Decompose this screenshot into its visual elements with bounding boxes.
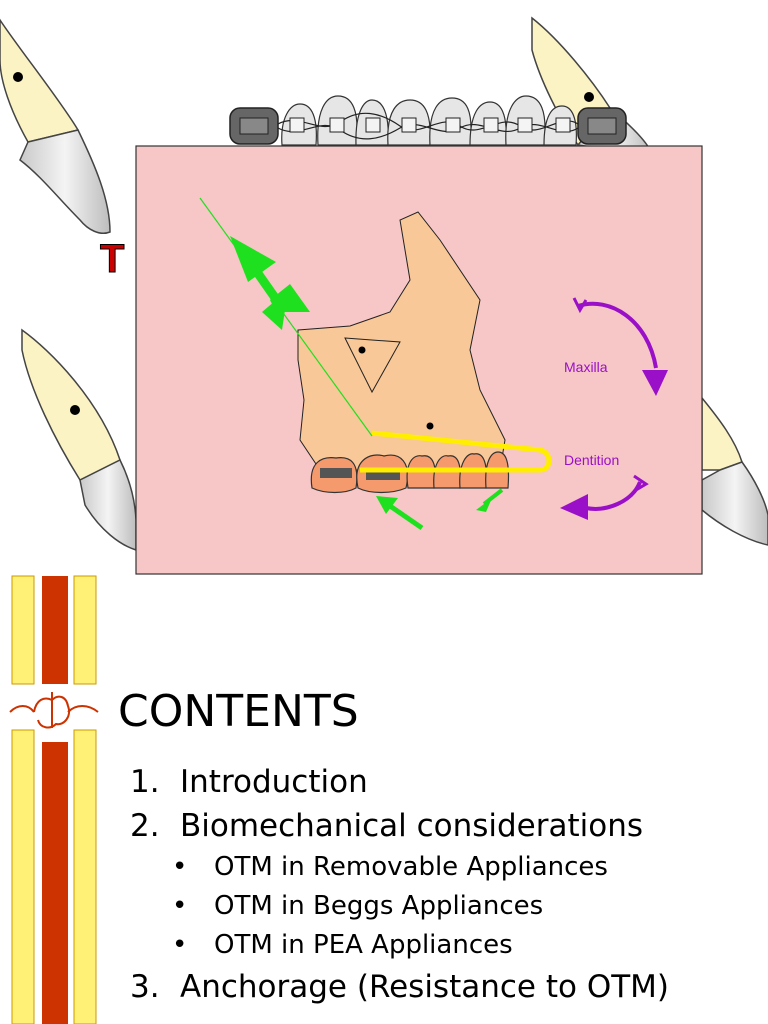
archwire-icon [360, 430, 552, 473]
maxilla-label: Maxilla [564, 359, 608, 375]
item-label: Anchorage (Resistance to OTM) [180, 969, 670, 1005]
bullet-icon: • [172, 891, 188, 921]
item-number: 3. [130, 969, 160, 1005]
sub-list-item: • OTM in Beggs Appliances [130, 887, 760, 926]
contents-list: 1. Introduction 2. Biomechanical considera… [130, 760, 760, 1009]
tooth-mid-left-icon [21, 328, 137, 552]
biomechanics-diagram: Maxilla Dentition [135, 145, 703, 575]
item-number: 1. [130, 764, 160, 800]
list-item: 1. Introduction [130, 760, 760, 804]
tooth-logo-icon [9, 692, 99, 729]
force-arrow-up-icon [230, 236, 310, 330]
item-label: Biomechanical considerations [180, 808, 644, 844]
maxilla-rotation-arrow-icon [572, 297, 668, 396]
item-label: Introduction [180, 764, 368, 800]
force-arrow-small-right-icon [476, 488, 504, 512]
sub-list-item: • OTM in PEA Appliances [130, 926, 760, 965]
sub-list-item: • OTM in Removable Appliances [130, 848, 760, 887]
sub-item-label: OTM in PEA Appliances [214, 930, 513, 960]
sub-item-label: OTM in Removable Appliances [214, 852, 608, 882]
bullet-icon: • [172, 852, 188, 882]
dentition-rotation-arrow-icon [560, 474, 649, 520]
contents-title: CONTENTS [118, 686, 359, 737]
molar-band-right-icon [577, 107, 627, 145]
bracket-arch-strip [229, 95, 627, 146]
force-arrow-small-left-icon [376, 496, 424, 531]
tooth-top-left-icon [0, 18, 111, 234]
list-item: 3. Anchorage (Resistance to OTM) [130, 965, 760, 1009]
dentition-label: Dentition [564, 452, 619, 468]
item-number: 2. [130, 808, 160, 844]
tooth-mid-right-icon [701, 395, 768, 546]
molar-band-left-icon [229, 107, 279, 145]
partial-title-text: T [100, 237, 124, 281]
bullet-icon: • [172, 930, 188, 960]
side-stripes [9, 575, 99, 1024]
sub-item-label: OTM in Beggs Appliances [214, 891, 544, 921]
list-item: 2. Biomechanical considerations [130, 804, 760, 848]
